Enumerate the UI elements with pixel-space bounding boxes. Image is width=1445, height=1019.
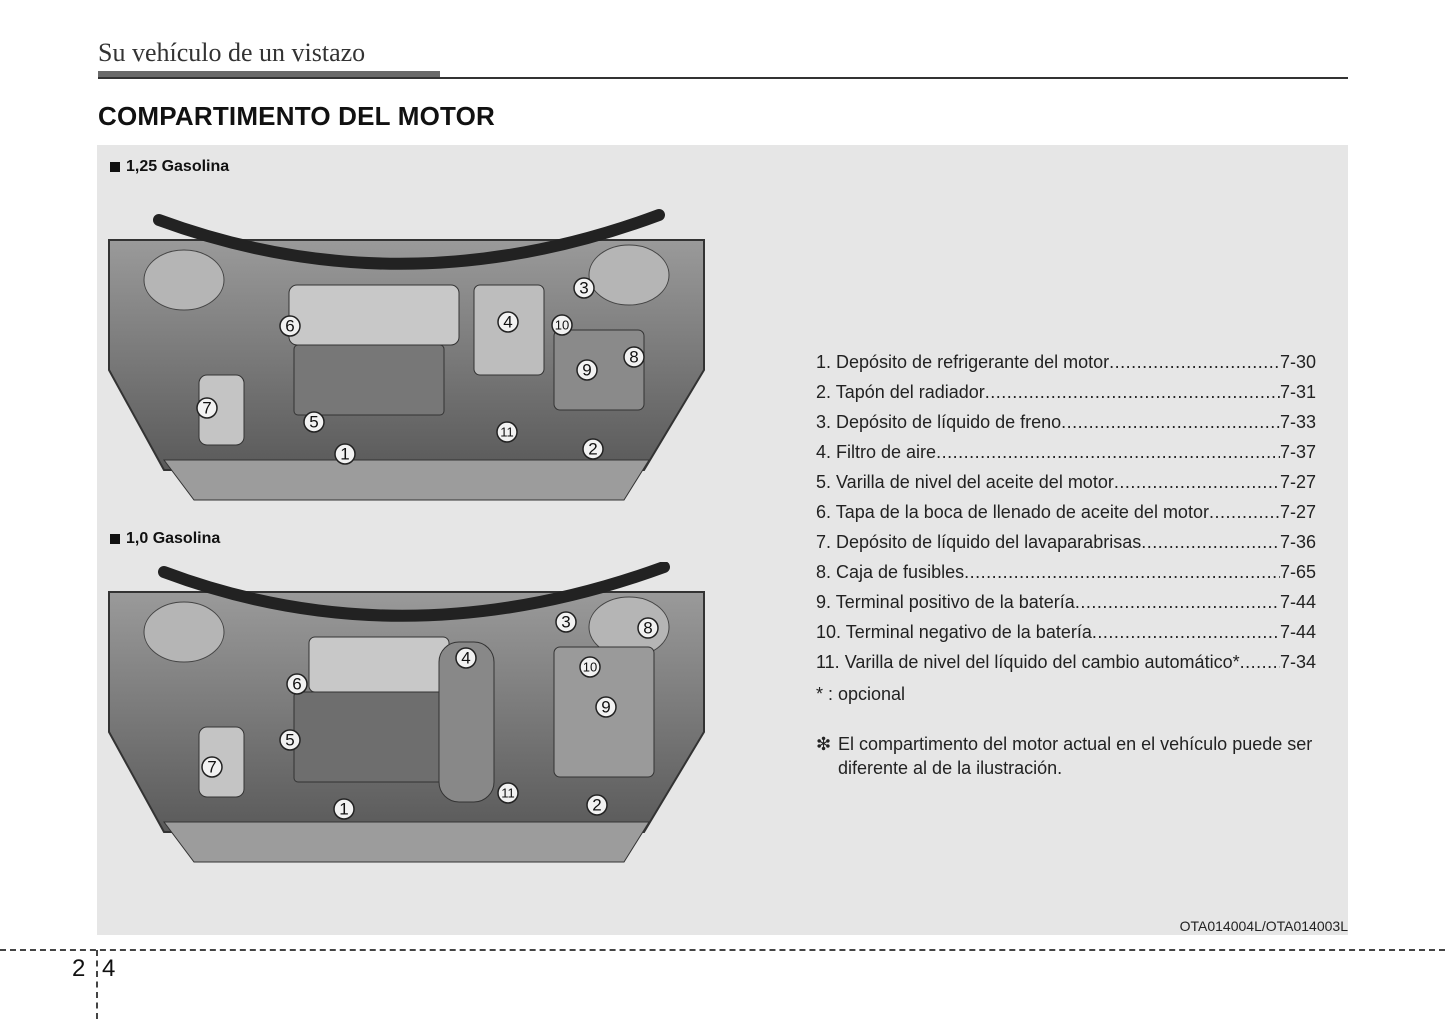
footer-divider <box>0 949 1445 951</box>
callout-5: 5 <box>303 411 325 433</box>
callout-2: 2 <box>582 438 604 460</box>
callout-6: 6 <box>279 315 301 337</box>
callout-4: 4 <box>455 647 477 669</box>
illustration-code: OTA014004L/OTA014003L <box>1179 918 1348 934</box>
callout-11: 11 <box>497 782 519 804</box>
callout-1: 1 <box>334 443 356 465</box>
svg-text:7: 7 <box>207 758 216 777</box>
callout-10: 10 <box>579 656 601 678</box>
figure-label-1: 1,25 Gasolina <box>110 158 229 176</box>
svg-text:2: 2 <box>588 440 597 459</box>
bullet-square-icon <box>110 534 120 544</box>
legend-item: 9. Terminal positivo de la batería 7-44 <box>816 592 1316 622</box>
legend-item: 1. Depósito de refrigerante del motor 7-… <box>816 352 1316 382</box>
svg-text:9: 9 <box>601 698 610 717</box>
callout-11: 11 <box>496 421 518 443</box>
svg-text:2: 2 <box>592 796 601 815</box>
asterisk-icon: ❇ <box>816 734 832 754</box>
disclaimer-note: ❇ El compartimento del motor actual en e… <box>816 732 1316 780</box>
svg-text:8: 8 <box>643 619 652 638</box>
callout-7: 7 <box>201 756 223 778</box>
engine-illustration-1: 6 4 3 10 8 9 7 5 11 2 1 <box>104 200 709 520</box>
svg-text:11: 11 <box>501 786 515 801</box>
svg-text:10: 10 <box>555 318 569 333</box>
svg-text:1: 1 <box>340 445 349 464</box>
svg-text:3: 3 <box>561 613 570 632</box>
disclaimer-text: El compartimento del motor actual en el … <box>838 734 1313 778</box>
legend-item: 3. Depósito de líquido de freno7-33 <box>816 412 1316 442</box>
bullet-square-icon <box>110 162 120 172</box>
engine-illustration-2: 3 8 4 10 6 9 5 7 11 2 1 <box>104 562 709 882</box>
component-legend: 1. Depósito de refrigerante del motor 7-… <box>816 352 1316 780</box>
callout-3: 3 <box>573 277 595 299</box>
callout-10: 10 <box>551 314 573 336</box>
optional-note: * : opcional <box>816 684 906 704</box>
callout-9: 9 <box>576 359 598 381</box>
legend-item: 11. Varilla de nivel del líquido del cam… <box>816 652 1316 682</box>
engine-drawing-1: 6 4 3 10 8 9 7 5 11 2 1 <box>108 209 705 501</box>
svg-text:8: 8 <box>629 348 638 367</box>
legend-item: 7. Depósito de líquido del lavaparabrisa… <box>816 532 1316 562</box>
callout-1: 1 <box>333 798 355 820</box>
callout-2: 2 <box>586 794 608 816</box>
callout-5: 5 <box>279 729 301 751</box>
svg-text:4: 4 <box>461 649 470 668</box>
callout-7: 7 <box>196 397 218 419</box>
svg-text:10: 10 <box>583 660 597 675</box>
legend-item: 10. Terminal negativo de la batería7-44 <box>816 622 1316 652</box>
svg-text:9: 9 <box>582 361 591 380</box>
page-number: 4 <box>102 955 116 982</box>
figure-label-2: 1,0 Gasolina <box>110 530 220 548</box>
chapter-number: 2 <box>72 955 86 982</box>
section-title: COMPARTIMENTO DEL MOTOR <box>98 101 496 131</box>
svg-text:3: 3 <box>579 279 588 298</box>
callout-9: 9 <box>595 696 617 718</box>
callout-6: 6 <box>286 673 308 695</box>
header-rule <box>98 77 1348 79</box>
svg-text:7: 7 <box>202 399 211 418</box>
legend-item: 5. Varilla de nivel del aceite del motor… <box>816 472 1316 502</box>
figure-label-2-text: 1,0 Gasolina <box>126 530 221 547</box>
svg-text:5: 5 <box>285 731 294 750</box>
running-title: Su vehículo de un vistazo <box>98 38 366 67</box>
svg-text:5: 5 <box>309 413 318 432</box>
legend-item: 6. Tapa de la boca de llenado de aceite … <box>816 502 1316 532</box>
legend-item: 2. Tapón del radiador 7-31 <box>816 382 1316 412</box>
svg-text:11: 11 <box>500 425 514 440</box>
legend-item: 4. Filtro de aire 7-37 <box>816 442 1316 472</box>
figure-label-1-text: 1,25 Gasolina <box>126 158 230 175</box>
callout-3: 3 <box>555 611 577 633</box>
svg-text:4: 4 <box>503 313 512 332</box>
svg-text:6: 6 <box>292 675 301 694</box>
engine-drawing-2: 3 8 4 10 6 9 5 7 11 2 1 <box>108 562 705 863</box>
svg-text:6: 6 <box>285 317 294 336</box>
callout-4: 4 <box>497 311 519 333</box>
callout-8: 8 <box>623 346 645 368</box>
header-rule-accent <box>98 71 440 79</box>
svg-text:1: 1 <box>339 800 348 819</box>
callout-8: 8 <box>637 617 659 639</box>
page-number-divider <box>96 950 98 1019</box>
legend-item: 8. Caja de fusibles7-65 <box>816 562 1316 592</box>
